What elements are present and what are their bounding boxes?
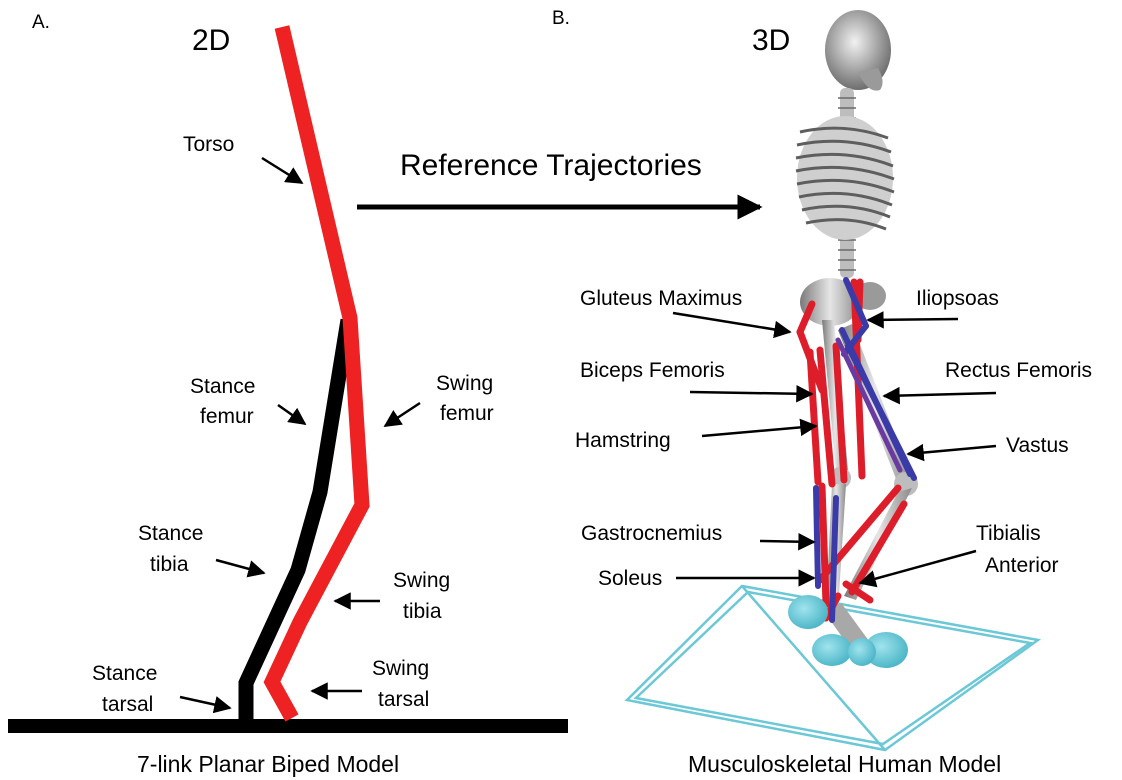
label-stance-tarsal-2: tarsal — [102, 693, 153, 716]
arrow-torso — [262, 158, 302, 183]
label-stance-tarsal-1: Stance — [92, 662, 157, 685]
label-swing-tarsal-2: tarsal — [378, 688, 429, 711]
panel-a-caption: 7-link Planar Biped Model — [137, 751, 399, 777]
arrow-gluteus-maximus — [673, 313, 790, 332]
reference-trajectories-arrow: Reference Trajectories — [357, 149, 760, 207]
panel-b: B. 3D — [552, 8, 1092, 777]
label-tibialis-anterior-1: Tibialis — [976, 522, 1041, 545]
arrow-stance-tarsal — [180, 697, 230, 708]
label-torso: Torso — [183, 133, 234, 156]
muscles — [800, 280, 914, 620]
panel-b-letter: B. — [552, 8, 570, 29]
label-gastrocnemius: Gastrocnemius — [581, 522, 722, 545]
label-stance-tibia-2: tibia — [150, 553, 189, 576]
label-soleus: Soleus — [598, 567, 662, 590]
label-stance-femur-2: femur — [200, 405, 254, 428]
arrow-gastrocnemius — [760, 541, 814, 542]
label-biceps-femoris: Biceps Femoris — [580, 359, 725, 382]
label-swing-tarsal-1: Swing — [372, 657, 429, 680]
label-vastus: Vastus — [1006, 434, 1069, 457]
arrow-stance-femur — [278, 405, 305, 424]
panel-a-title: 2D — [192, 24, 230, 57]
arrow-hamstring — [702, 426, 816, 436]
label-stance-tibia-1: Stance — [138, 522, 203, 545]
arrow-label: Reference Trajectories — [400, 149, 702, 182]
label-hamstring: Hamstring — [575, 429, 671, 452]
label-rectus-femoris: Rectus Femoris — [945, 359, 1092, 382]
label-iliopsoas: Iliopsoas — [916, 287, 999, 310]
ground-line — [8, 719, 568, 733]
panel-b-caption: Musculoskeletal Human Model — [688, 751, 1001, 777]
label-swing-femur-1: Swing — [436, 372, 493, 395]
arrow-stance-tibia — [216, 560, 264, 573]
panel-a-letter: A. — [32, 12, 50, 33]
arrow-iliopsoas — [868, 319, 958, 320]
panel-b-title: 3D — [752, 24, 790, 57]
arrow-rectus-femoris — [884, 393, 996, 396]
rib-cage — [796, 116, 894, 240]
stance-leg — [246, 320, 348, 722]
label-swing-tibia-1: Swing — [393, 569, 450, 592]
arrow-vastus — [908, 446, 996, 454]
arrow-swing-femur — [385, 403, 420, 426]
label-swing-femur-2: femur — [440, 402, 494, 425]
arrow-biceps-femoris — [690, 392, 812, 394]
label-swing-tibia-2: tibia — [403, 600, 442, 623]
label-gluteus-maximus: Gluteus Maximus — [580, 287, 742, 310]
label-tibialis-anterior-2: Anterior — [985, 554, 1059, 577]
label-stance-femur-1: Stance — [190, 375, 255, 398]
panel-a: A. 2D Torso Stance femur Swing femur Sta… — [8, 12, 568, 777]
